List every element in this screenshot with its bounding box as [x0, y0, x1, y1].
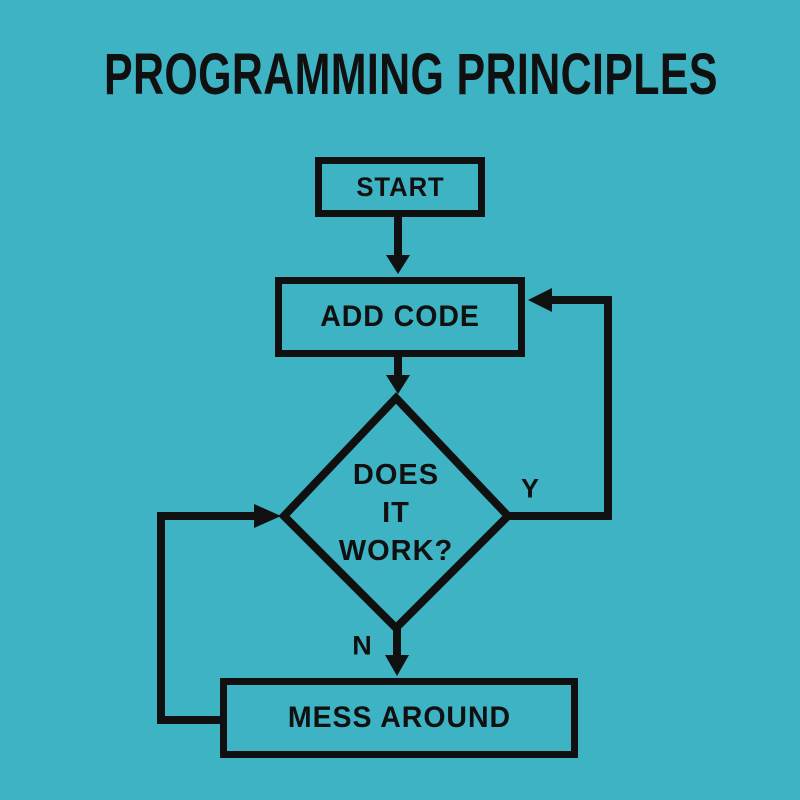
arrowhead-left-icon	[528, 288, 552, 312]
arrowhead-down-icon	[386, 255, 410, 274]
node-mess-around-label: MESS AROUND	[287, 701, 511, 734]
arrowhead-right-icon	[254, 504, 281, 528]
edge-decision-yes-to-add-code	[504, 288, 612, 520]
edge-start-to-add-code	[386, 213, 410, 274]
node-does-it-work: DOES IT WORK?	[283, 397, 509, 629]
edge-add-code-to-decision	[386, 353, 410, 394]
edge-label-no: N	[352, 630, 372, 661]
edge-label-yes: Y	[520, 473, 540, 504]
node-add-code: ADD CODE	[275, 277, 525, 357]
arrowhead-down-icon	[385, 655, 409, 676]
edge-decision-no-to-mess-around	[385, 626, 409, 676]
node-does-it-work-label-line-2: IT	[382, 497, 410, 529]
node-does-it-work-label-line-3: WORK?	[338, 535, 454, 567]
node-start: START	[315, 157, 485, 217]
node-start-label: START	[355, 171, 445, 202]
edge-mess-around-to-decision	[157, 504, 281, 724]
node-does-it-work-label-line-1: DOES	[352, 459, 440, 491]
arrowhead-down-icon	[386, 375, 410, 394]
page-title: PROGRAMMING PRINCIPLES	[104, 42, 718, 107]
node-add-code-label: ADD CODE	[320, 300, 480, 333]
node-mess-around: MESS AROUND	[220, 678, 578, 758]
